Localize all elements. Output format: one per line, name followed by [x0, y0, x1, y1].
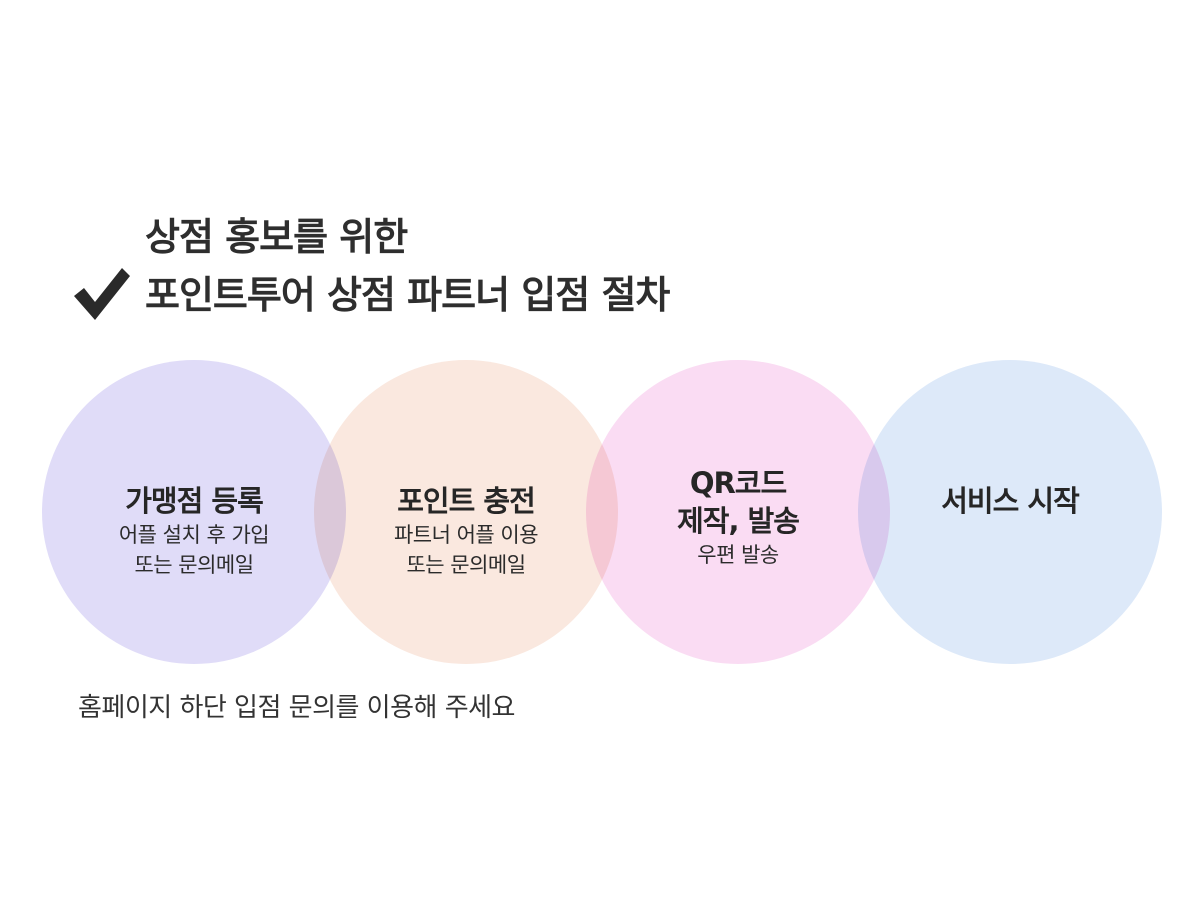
step-2-desc: 파트너 어플 이용 또는 문의메일	[393, 523, 539, 577]
step-3: QR코드 제작, 발송 우편 발송	[586, 464, 890, 570]
footer-note: 홈페이지 하단 입점 문의를 이용해 주세요	[78, 693, 515, 723]
page-heading: 상점 홍보를 위한 포인트투어 상점 파트너 입점 절차	[145, 208, 670, 324]
heading-line-1: 상점 홍보를 위한	[145, 215, 408, 259]
step-circle-3	[586, 360, 890, 664]
step-circle-1	[42, 360, 346, 664]
heading-line-2: 포인트투어 상점 파트너 입점 절차	[145, 273, 670, 317]
step-1-title: 가맹점 등록	[125, 484, 264, 518]
step-1-desc: 어플 설치 후 가입 또는 문의메일	[118, 523, 270, 577]
step-circle-4	[858, 360, 1162, 664]
step-3-title: QR코드 제작, 발송	[677, 466, 800, 538]
step-2: 포인트 충전 파트너 어플 이용 또는 문의메일	[314, 482, 618, 580]
checkmark-icon	[74, 268, 130, 320]
step-4: 서비스 시작	[858, 482, 1162, 520]
step-2-title: 포인트 충전	[397, 484, 536, 518]
step-1: 가맹점 등록 어플 설치 후 가입 또는 문의메일	[42, 482, 346, 580]
step-3-desc: 우편 발송	[697, 543, 779, 567]
step-circle-2	[314, 360, 618, 664]
step-4-title: 서비스 시작	[941, 484, 1080, 518]
